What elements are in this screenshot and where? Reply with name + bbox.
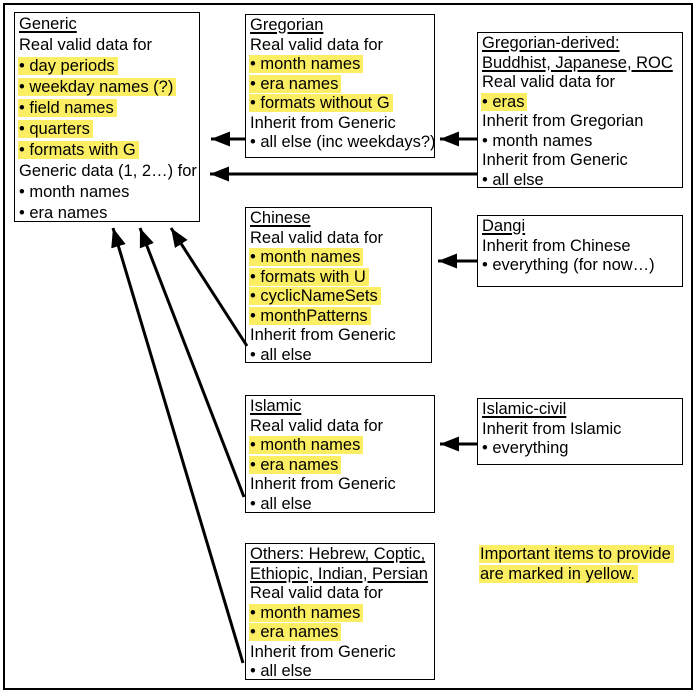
- generic-line: • weekday names (?): [18, 77, 199, 98]
- generic-line: • era names: [19, 204, 108, 222]
- islamic-title: Islamic: [250, 397, 302, 415]
- note-line: Important items to provide: [479, 544, 674, 564]
- gregorian-line: • month names: [249, 55, 434, 75]
- generic-line: • formats with G: [18, 140, 199, 161]
- gregorian-line: • all else (inc weekdays?): [250, 133, 436, 151]
- chinese-line: • cyclicNameSets: [249, 287, 431, 307]
- box-gregorian-derived: Gregorian-derived:Buddhist, Japanese, RO…: [477, 32, 683, 189]
- chinese-line: • formats with U: [249, 267, 431, 288]
- gregorian-line: • era names: [249, 74, 434, 95]
- gregorian_derived-line: • eras: [481, 92, 682, 113]
- dangi-line: • everything (for now…): [482, 256, 655, 274]
- chinese-title: Chinese: [250, 209, 311, 227]
- generic-line: • month names: [19, 183, 130, 201]
- chinese-line: Inherit from Generic: [250, 326, 396, 344]
- gregorian_derived-title: Gregorian-derived:: [482, 34, 620, 52]
- generic-title: Generic: [19, 15, 77, 33]
- generic-line: Generic data (1, 2…) for: [19, 162, 197, 180]
- gregorian_derived-line: Real valid data for: [482, 73, 615, 91]
- gregorian-line: • formats without G: [249, 94, 434, 114]
- chinese-line: • month names: [249, 248, 431, 268]
- others-title: Others: Hebrew, Coptic,: [250, 545, 426, 563]
- others-line: Inherit from Generic: [250, 642, 396, 661]
- gregorian-line: Real valid data for: [250, 35, 383, 54]
- islamic_civil-title: Islamic-civil: [482, 400, 567, 418]
- others-line: • era names: [249, 623, 434, 643]
- gregorian-title: Gregorian: [250, 16, 324, 34]
- islamic_civil-line: • everything: [482, 439, 569, 457]
- islamic-line: Real valid data for: [250, 416, 383, 435]
- gregorian-line: Inherit from Generic: [250, 113, 396, 132]
- box-others: Others: Hebrew, Coptic,Ethiopic, Indian,…: [245, 543, 435, 680]
- gregorian_derived-line: • month names: [482, 131, 593, 150]
- islamic-line: Inherit from Generic: [250, 475, 396, 493]
- gregorian_derived-title: Buddhist, Japanese, ROC: [482, 53, 673, 72]
- others-line: Real valid data for: [250, 584, 383, 602]
- generic-line: • day periods: [18, 56, 199, 77]
- chinese-line: • monthPatterns: [249, 306, 431, 327]
- gregorian_derived-line: Inherit from Gregorian: [482, 112, 644, 130]
- others-title: Ethiopic, Indian, Persian: [250, 564, 428, 583]
- generic-line: Real valid data for: [19, 36, 152, 54]
- dangi-line: Inherit from Chinese: [482, 236, 631, 255]
- gregorian_derived-line: Inherit from Generic: [482, 151, 628, 169]
- islamic-line: • month names: [249, 436, 434, 456]
- islamic_civil-line: Inherit from Islamic: [482, 419, 622, 438]
- generic-line: • quarters: [18, 119, 199, 140]
- chinese-line: • all else: [250, 345, 312, 364]
- islamic-line: • era names: [249, 455, 434, 476]
- chinese-line: Real valid data for: [250, 228, 383, 247]
- outer-frame: [3, 3, 693, 690]
- islamic-line: • all else: [250, 494, 312, 513]
- note-line: are marked in yellow.: [479, 564, 674, 584]
- generic-line: • field names: [18, 98, 199, 119]
- others-line: • month names: [249, 603, 434, 624]
- dangi-title: Dangi: [482, 217, 526, 235]
- others-line: • all else: [250, 662, 312, 680]
- gregorian_derived-line: • all else: [482, 170, 544, 189]
